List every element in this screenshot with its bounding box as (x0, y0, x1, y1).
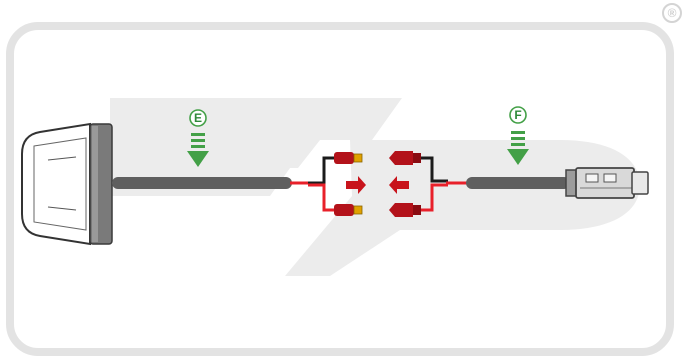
marker-f-letter: F (514, 108, 521, 122)
lamp-glint-lower (47, 206, 77, 211)
watermark-shape-right (285, 140, 640, 276)
arrow-left-icon (389, 176, 409, 194)
left-terminal-upper (334, 152, 354, 164)
right-cable (466, 177, 570, 189)
lamp-glint-upper (47, 156, 77, 161)
left-branch-wires (290, 156, 336, 212)
lamp-base-highlight (92, 126, 98, 242)
right-terminal-upper-sleeve (413, 153, 421, 163)
lamp-lens (21, 122, 91, 246)
marker-e-badge (189, 109, 207, 127)
right-terminal-lower (389, 203, 413, 217)
left-terminal-lower-pin (353, 205, 363, 215)
plug-latch-1 (585, 173, 599, 183)
plug-body (575, 167, 635, 199)
lamp-housing (21, 122, 113, 246)
marker-e: E (187, 109, 209, 167)
arrow-down-icon (187, 133, 209, 167)
watermark-shape-top (110, 98, 402, 168)
left-terminal-upper-pin (353, 153, 363, 163)
marker-f-badge (509, 106, 527, 124)
plug-tip (631, 171, 649, 195)
left-negative-wire (308, 156, 336, 185)
left-terminals (334, 152, 363, 216)
diagram-frame (6, 22, 674, 356)
left-positive-wire (308, 183, 336, 212)
right-negative-wire (421, 156, 448, 183)
right-terminal-upper (389, 151, 413, 165)
right-positive-wire (421, 183, 448, 212)
plug-latch-2 (603, 173, 617, 183)
left-terminal-lower (334, 204, 354, 216)
connection-arrows (346, 176, 409, 194)
arrow-right-icon (346, 176, 366, 194)
right-terminal-lower-sleeve (413, 205, 421, 215)
plug-connector (565, 167, 649, 199)
registered-trademark-mark: ® (662, 3, 682, 23)
arrow-down-icon (507, 131, 529, 165)
right-terminals (389, 151, 421, 217)
marker-f: F (507, 106, 529, 165)
lamp-inner-bezel (33, 137, 87, 231)
marker-e-letter: E (194, 111, 202, 125)
left-cable (112, 177, 292, 189)
background-watermark (110, 98, 640, 276)
